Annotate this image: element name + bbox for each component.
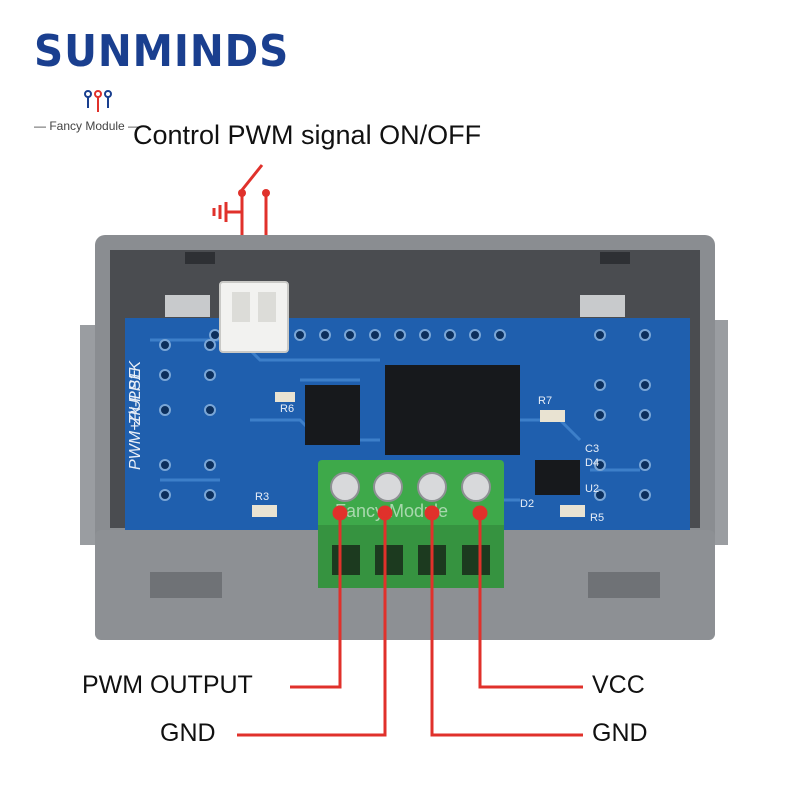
jst-connector [219,281,289,353]
regulator-chip [535,460,580,495]
gnd-right-label: GND [592,719,648,747]
brand-tagline-text: Fancy Module [49,119,125,133]
label-r7: R7 [538,395,552,407]
board-edge-label: PWM+PULSE [127,369,144,470]
brand-name: SUNMINDS [34,26,290,77]
label-d4: D4 [585,457,599,469]
label-r6: R6 [280,403,294,415]
gnd-left-label: GND [160,719,216,747]
pin-leader-lines [237,505,583,737]
label-u2: U2 [585,483,599,495]
label-d2: D2 [520,498,534,510]
terminal-block: Fancy Module [318,460,504,588]
vcc-label: VCC [592,671,645,699]
pwm-output-label: PWM OUTPUT [82,671,253,699]
label-r5: R5 [590,512,604,524]
brand-logo: SUNMINDS — Fancy Module — [28,18,288,138]
board-model-label: Zk-PP1K [127,360,144,426]
label-r3: R3 [255,491,269,503]
page-title: Control PWM signal ON/OFF [133,120,482,150]
small-chip [305,385,360,445]
circuit-logo-icon [84,90,112,112]
main-chip [385,365,520,455]
brand-tagline: — Fancy Module — [34,119,141,133]
label-c3: C3 [585,443,599,455]
